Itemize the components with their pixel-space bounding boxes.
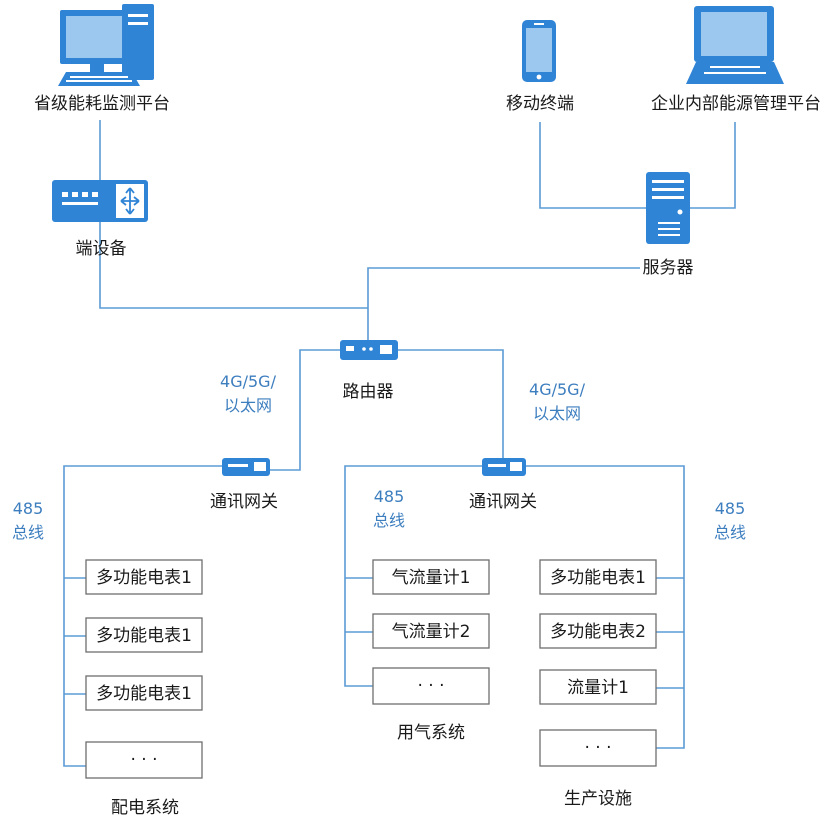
link-router-gw-right <box>398 349 504 460</box>
meter-box-label: 多功能电表1 <box>96 626 192 646</box>
router-label: 路由器 <box>343 382 394 402</box>
flowmeter-box-label: 气流量计1 <box>392 568 471 588</box>
flowmeter-box <box>372 559 490 595</box>
left-uplink-label-line1: 4G/5G/ <box>220 372 277 391</box>
flowmeter-box <box>372 613 490 649</box>
link-switch-router <box>99 222 368 309</box>
bus-left-label-line1: 485 <box>13 499 44 518</box>
meter-box <box>85 675 203 711</box>
bus-mid <box>344 465 482 687</box>
right-uplink-label-line2: 以太网 <box>533 404 581 423</box>
left-uplink-label-line2: 以太网 <box>224 396 272 415</box>
meter-box-label: 多功能电表2 <box>550 622 646 642</box>
desktop-computer-icon <box>58 4 154 86</box>
bus-left-label-line2: 总线 <box>12 523 44 542</box>
meter-box <box>85 559 203 595</box>
gateway-right-icon <box>482 458 526 476</box>
meter-box <box>539 559 657 595</box>
gas-system: 气流量计1 气流量计2 · · · 用气系统 <box>372 559 490 743</box>
bus-mid-label-line2: 总线 <box>373 511 405 530</box>
production-facilities-title: 生产设施 <box>564 789 632 809</box>
terminal-device-label: 端设备 <box>76 239 127 259</box>
bus-right-label-line1: 485 <box>715 499 746 518</box>
ellipsis-box <box>372 667 490 705</box>
gas-system-title: 用气系统 <box>397 723 465 743</box>
link-phone-server <box>539 122 646 209</box>
provincial-platform-label: 省级能耗监测平台 <box>34 94 170 114</box>
meter-box-label: 多功能电表1 <box>550 568 646 588</box>
power-distribution-system: 多功能电表1 多功能电表1 多功能电表1 · · · 配电系统 <box>85 559 203 818</box>
bus-right <box>526 465 685 749</box>
production-facilities: 多功能电表1 多功能电表2 流量计1 · · · 生产设施 <box>539 559 657 809</box>
laptop-icon <box>686 6 784 84</box>
meter-box-label: 多功能电表1 <box>96 568 192 588</box>
link-router-gw-left <box>270 349 340 471</box>
ellipsis-label: · · · <box>584 738 611 758</box>
mobile-phone-icon <box>522 20 556 82</box>
ellipsis-box <box>85 741 203 779</box>
link-laptop-server <box>690 122 736 209</box>
ellipsis-label: · · · <box>417 676 444 696</box>
meter-box <box>85 617 203 653</box>
bus-mid-label-line1: 485 <box>374 487 405 506</box>
server-label: 服务器 <box>643 258 694 278</box>
bus-right-label-line2: 总线 <box>714 523 746 542</box>
bus-left <box>63 465 222 767</box>
gateway-right-label: 通讯网关 <box>469 492 537 512</box>
enterprise-platform-label: 企业内部能源管理平台 <box>651 94 821 114</box>
flowmeter-box-label: 气流量计2 <box>392 622 471 642</box>
right-uplink-label-line1: 4G/5G/ <box>529 380 586 399</box>
meter-box-label: 多功能电表1 <box>96 684 192 704</box>
flowmeter-box-label: 流量计1 <box>567 678 629 698</box>
server-icon <box>646 172 690 244</box>
meter-box <box>539 613 657 649</box>
ellipsis-label: · · · <box>130 750 157 770</box>
flowmeter-box <box>539 669 657 705</box>
ellipsis-box <box>539 729 657 767</box>
network-switch-icon <box>52 180 148 222</box>
mobile-terminal-label: 移动终端 <box>506 94 574 114</box>
router-icon <box>340 340 398 360</box>
link-server-router <box>367 267 640 340</box>
gateway-left-label: 通讯网关 <box>210 492 278 512</box>
gateway-left-icon <box>222 458 270 476</box>
power-distribution-title: 配电系统 <box>111 798 179 818</box>
connection-lines <box>63 120 736 767</box>
